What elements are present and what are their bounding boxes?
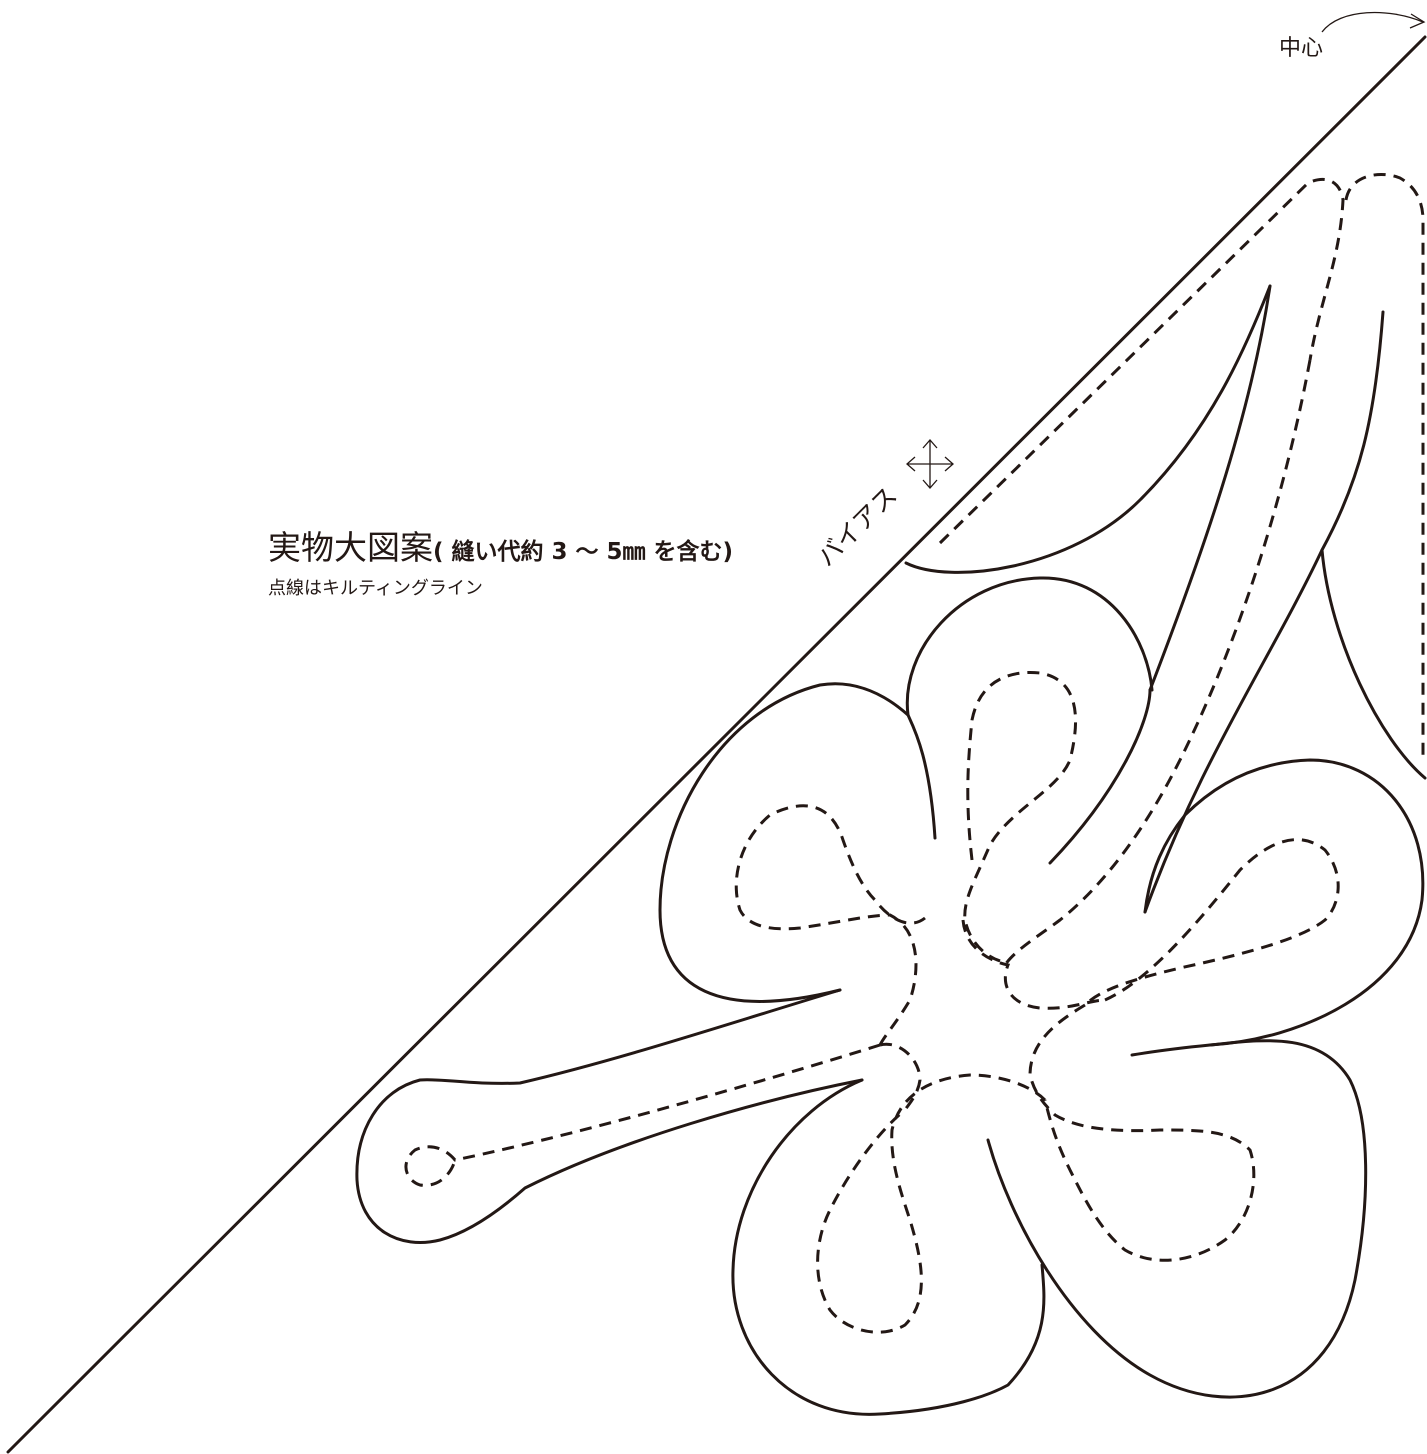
bias-edge-line — [6, 35, 1427, 1454]
applique-outline — [355, 284, 1427, 1416]
title-main-text: 実物大図案 — [268, 528, 433, 567]
four-way-arrow-icon — [906, 439, 954, 489]
title-note-text: ( 縫い代約 3 〜 5㎜ を含む) — [433, 539, 734, 565]
center-label: 中心 — [1279, 36, 1324, 61]
quilting-lines — [404, 173, 1425, 1334]
subtitle: 点線はキルティングライン — [268, 578, 483, 599]
curved-arrow-icon — [1321, 11, 1426, 33]
page-title: 実物大図案( 縫い代約 3 〜 5㎜ を含む) — [268, 521, 733, 569]
